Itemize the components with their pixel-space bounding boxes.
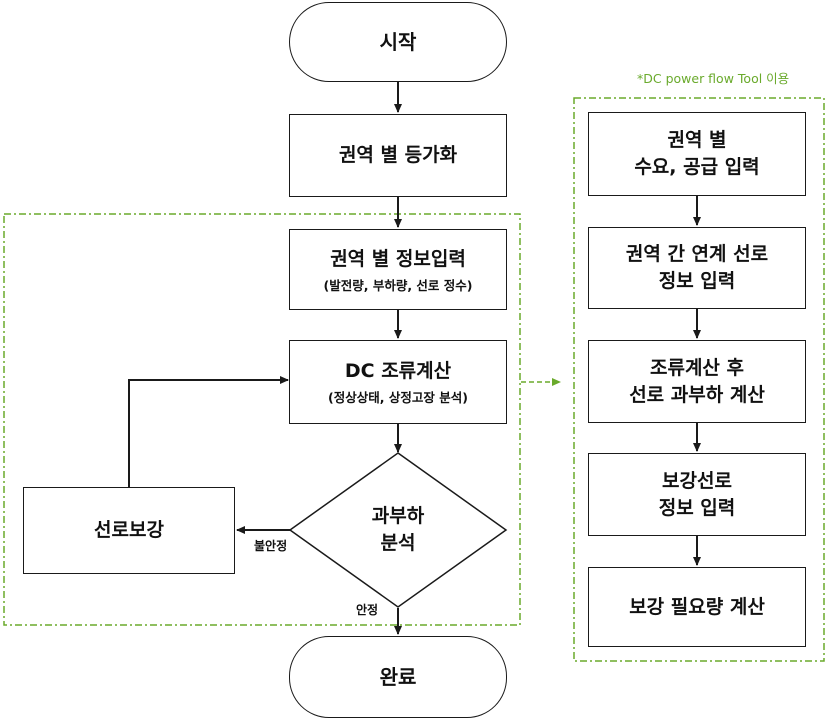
- tool-step-4: 보강선로 정보 입력: [588, 453, 806, 536]
- equivalent-box: 권역 별 등가화: [289, 114, 507, 197]
- stable-label: 안정: [356, 603, 379, 617]
- tool-step-2-line2: 정보 입력: [658, 270, 736, 292]
- equivalent-label: 권역 별 등가화: [338, 144, 458, 166]
- dc-calc-box: DC 조류계산 (정상상태, 상정고장 분석): [289, 340, 507, 424]
- start-terminal: 시작: [289, 2, 507, 82]
- end-label: 완료: [379, 665, 417, 689]
- tool-step-1-line1: 권역 별: [667, 129, 727, 151]
- tool-panel-region: [573, 97, 825, 662]
- tool-step-3-line2: 선로 과부하 계산: [629, 383, 765, 406]
- decision-diamond: [288, 452, 508, 608]
- decision-text: 과부하 분석: [340, 500, 456, 560]
- tool-step-3-line1: 조류계산 후: [649, 356, 744, 379]
- reinforce-box: 선로보강: [23, 487, 235, 574]
- tool-step-4-line2: 정보 입력: [658, 496, 736, 519]
- tool-step-5-line1: 보강 필요량 계산: [629, 595, 765, 618]
- tool-step-2-line1: 권역 간 연계 선로: [625, 243, 769, 265]
- tool-step-1: 권역 별 수요, 공급 입력: [588, 112, 806, 196]
- tool-note: *DC power flow Tool 이용: [637, 71, 790, 86]
- dc-calc-sub: (정상상태, 상정고장 분석): [328, 390, 468, 405]
- tool-step-1-line2: 수요, 공급 입력: [634, 156, 760, 178]
- start-label: 시작: [379, 30, 417, 54]
- dc-calc-title: DC 조류계산: [344, 360, 452, 382]
- analysis-loop-region: [3, 213, 521, 626]
- info-input-title: 권역 별 정보입력: [330, 247, 466, 270]
- decision-line1: 과부하: [371, 505, 425, 527]
- tool-step-4-line1: 보강선로: [662, 469, 732, 492]
- arrow-reinforce-to-dc: [128, 376, 289, 487]
- tool-step-2: 권역 간 연계 선로 정보 입력: [588, 227, 806, 309]
- reinforce-label: 선로보강: [94, 519, 164, 541]
- tool-step-5: 보강 필요량 계산: [588, 567, 806, 647]
- info-input-box: 권역 별 정보입력 (발전량, 부하량, 선로 정수): [289, 229, 507, 310]
- decision-line2: 분석: [380, 532, 416, 554]
- info-input-sub: (발전량, 부하량, 선로 정수): [323, 277, 473, 293]
- unstable-label: 불안정: [254, 539, 288, 553]
- tool-step-3: 조류계산 후 선로 과부하 계산: [588, 340, 806, 423]
- end-terminal: 완료: [289, 636, 507, 718]
